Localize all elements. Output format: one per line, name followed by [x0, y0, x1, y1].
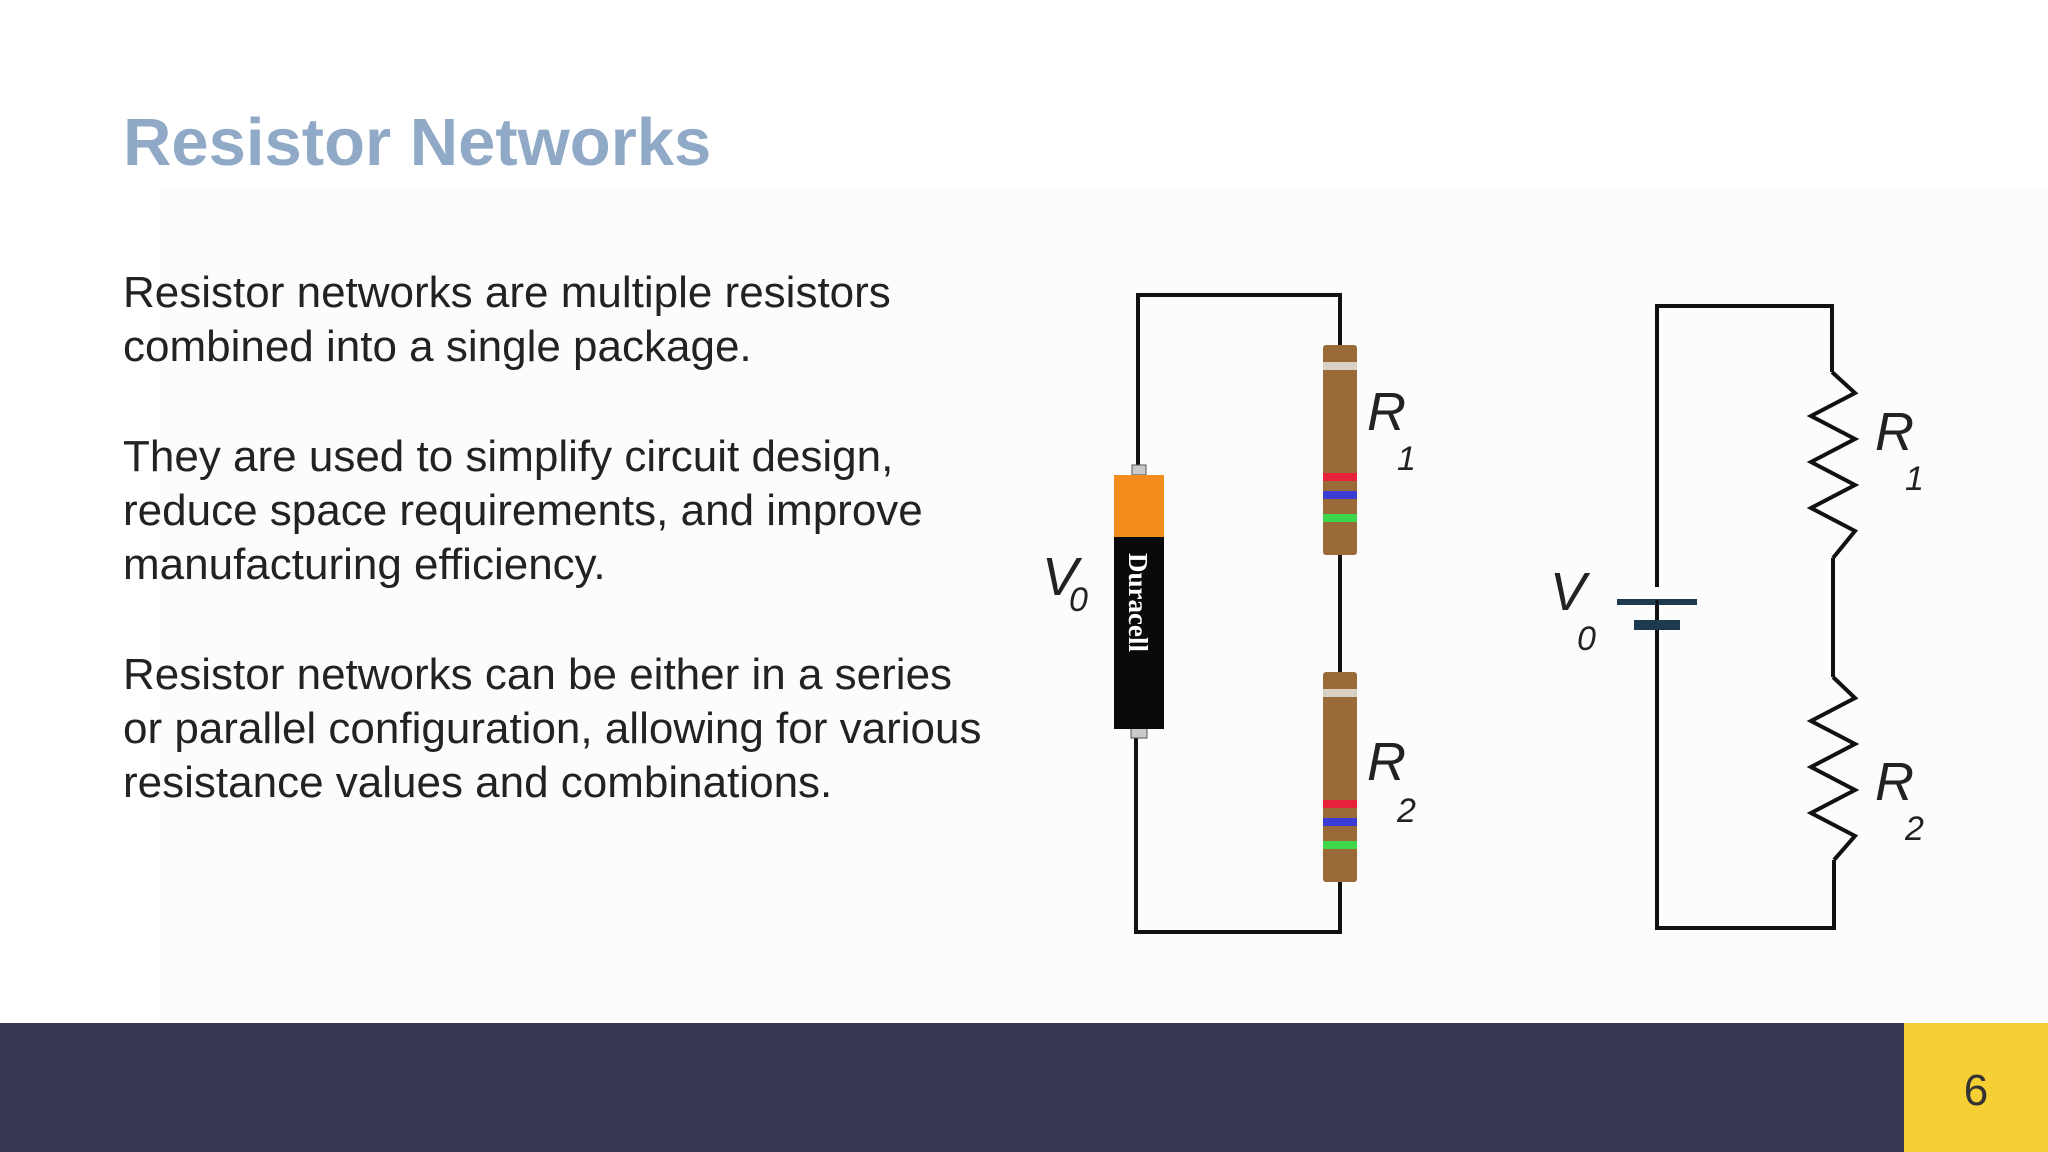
footer-bar — [0, 1023, 1904, 1152]
pictorial-circuit: Duracell V 0 R — [1042, 293, 1416, 934]
slide-title: Resistor Networks — [123, 105, 712, 180]
pictorial-voltage-subscript: 0 — [1069, 581, 1088, 619]
paragraph-3: Resistor networks can be either in a ser… — [123, 650, 982, 807]
figure-background — [160, 190, 2048, 1020]
schematic-r1-label: R — [1875, 402, 1914, 462]
paragraph-1: Resistor networks are multiple resistors… — [123, 268, 891, 371]
schematic-r2-label: R — [1875, 752, 1914, 812]
pictorial-r2-subscript: 2 — [1396, 792, 1416, 830]
schematic-voltage-subscript: 0 — [1577, 620, 1596, 658]
slide-body: Resistor networks are multiple resistors… — [123, 266, 1003, 866]
battery-symbol-icon — [1617, 599, 1697, 630]
battery-icon: Duracell — [1114, 464, 1164, 739]
schematic-r2-subscript: 2 — [1904, 810, 1924, 848]
schematic-circuit: V 0 R 1 R 2 — [1550, 304, 1924, 930]
schematic-r1-subscript: 1 — [1905, 460, 1924, 498]
page-number-box: 6 — [1904, 1023, 2048, 1152]
pictorial-voltage-label: V — [1042, 547, 1083, 607]
schematic-voltage-label: V — [1550, 562, 1591, 622]
schematic-wire — [1655, 304, 1834, 587]
paragraph-2: They are used to simplify circuit design… — [123, 432, 923, 589]
pictorial-r1-subscript: 1 — [1397, 440, 1416, 478]
pictorial-r2-label: R — [1367, 732, 1406, 792]
resistor-r2-symbol-icon — [1806, 675, 1860, 862]
battery-brand-label: Duracell — [1123, 553, 1153, 652]
resistor-r2-icon — [1323, 672, 1357, 882]
resistor-r1-symbol-icon — [1806, 370, 1860, 560]
resistor-r1-icon — [1323, 345, 1357, 555]
pictorial-wire — [1134, 730, 1342, 934]
series-circuit-diagram: Duracell V 0 R — [1042, 293, 1924, 934]
pictorial-r1-label: R — [1367, 382, 1406, 442]
pictorial-wire — [1136, 293, 1342, 465]
page-number: 6 — [1963, 1065, 1989, 1115]
schematic-wire — [1655, 600, 1836, 930]
